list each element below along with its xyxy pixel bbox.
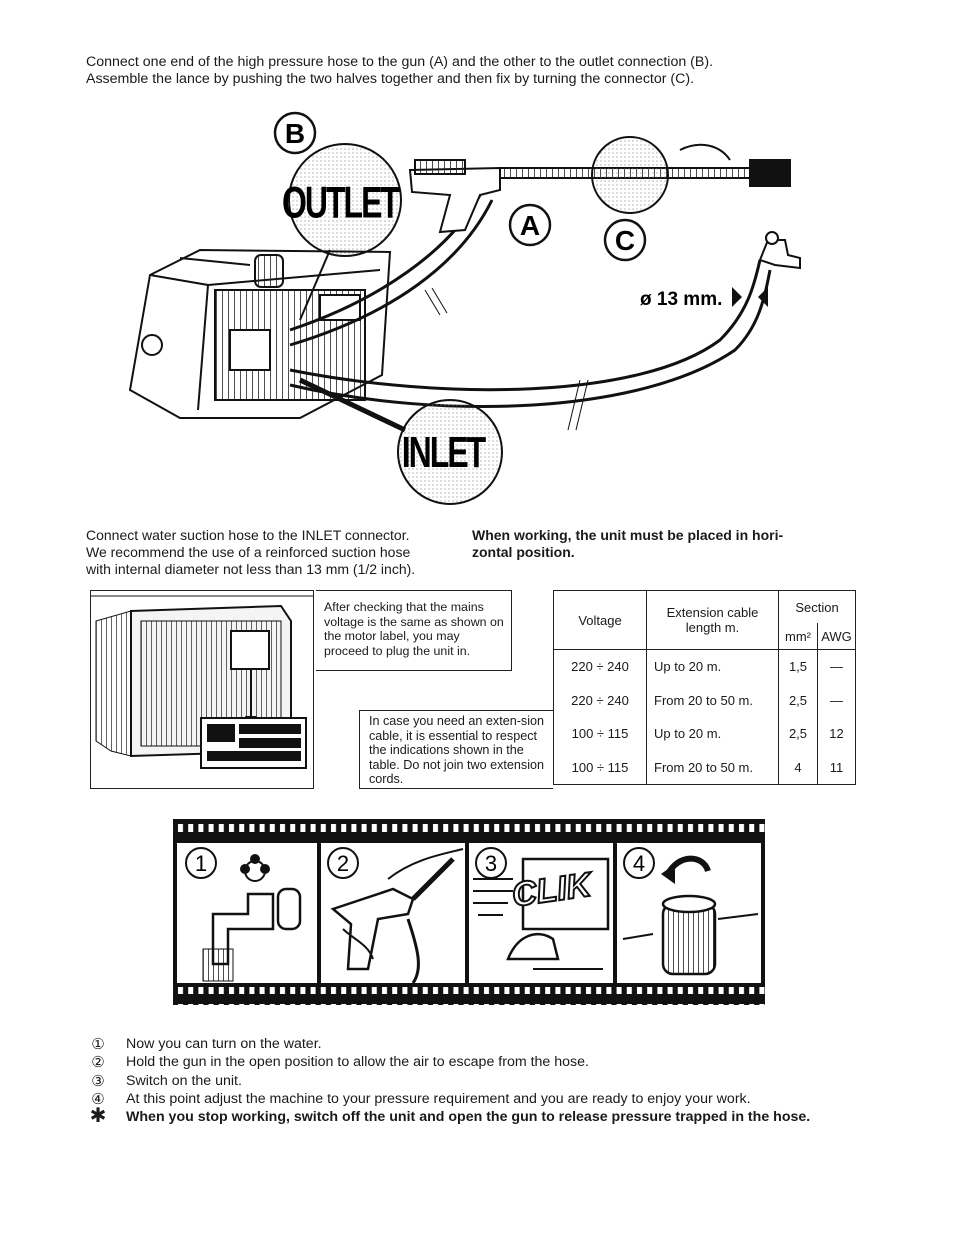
extension-cable-note: In case you need an exten-sion cable, it… — [359, 710, 553, 789]
inlet-caption-line-3: with internal diameter not less than 13 … — [86, 561, 416, 577]
inlet-magnifier — [298, 377, 503, 505]
outlet-label: OUTLET — [282, 178, 400, 227]
table-row: 100 ÷ 115 From 20 to 50 m. 4 11 — [553, 750, 856, 785]
warning-line-1: When working, the unit must be placed in… — [472, 527, 784, 543]
list-item: ✱ When you stop working, switch off the … — [86, 1103, 866, 1128]
table-header-row: Voltage Extension cable length m. Sectio… — [553, 590, 856, 650]
header-awg: AWG — [817, 623, 856, 650]
callout-a: A — [520, 210, 540, 241]
extension-cable-table: Voltage Extension cable length m. Sectio… — [553, 590, 856, 785]
faucet-icon — [758, 231, 801, 270]
motor-label-illustration — [90, 590, 314, 789]
row-voltage: 100 ÷ 115 — [553, 750, 647, 785]
row-awg: 12 — [817, 717, 856, 751]
frame-2-number: 2 — [337, 851, 349, 876]
list-item: ③ Switch on the unit. — [86, 1072, 866, 1090]
table-subheader-row: mm² AWG — [554, 623, 856, 650]
diameter-label: ø 13 mm. — [640, 289, 722, 310]
row-awg: — — [817, 683, 856, 717]
hoses — [289, 194, 772, 409]
inlet-label: INLET — [402, 430, 486, 478]
mains-voltage-note: After checking that the mains voltage is… — [316, 590, 512, 671]
list-item: ④ At this point adjust the machine to yo… — [86, 1090, 866, 1108]
step-marker: ① — [91, 1035, 105, 1053]
intro-line-1: Connect one end of the high pressure hos… — [86, 54, 714, 70]
asterisk-icon: ✱ — [89, 1103, 107, 1128]
step-text: Switch on the unit. — [126, 1072, 242, 1089]
row-length: From 20 to 50 m. — [646, 683, 779, 717]
header-section: Section — [778, 590, 856, 623]
step-marker: ③ — [91, 1071, 105, 1090]
frame-4-number: 4 — [633, 851, 645, 876]
row-mm2: 1,5 — [778, 649, 818, 684]
row-mm2: 2,5 — [778, 683, 818, 717]
intro-paragraph: Connect one end of the high pressure hos… — [86, 54, 866, 88]
row-length: Up to 20 m. — [646, 717, 779, 751]
table-row: 220 ÷ 240 From 20 to 50 m. 2,5 — — [553, 683, 856, 717]
row-voltage: 220 ÷ 240 — [553, 683, 647, 717]
connector-magnifier — [591, 136, 669, 214]
row-mm2: 2,5 — [778, 717, 818, 751]
row-voltage: 100 ÷ 115 — [553, 717, 647, 751]
list-item: ② Hold the gun in the open position to a… — [86, 1053, 866, 1071]
frame-1-number: 1 — [195, 851, 207, 876]
inlet-caption: Connect water suction hose to the INLET … — [86, 527, 466, 578]
startup-filmstrip: 1 2 3 4 CLIK — [173, 819, 765, 1005]
motor-label-drawing — [91, 595, 313, 769]
diameter-arrows-icon — [732, 287, 768, 307]
row-length: From 20 to 50 m. — [646, 750, 779, 785]
frame-3-number: 3 — [485, 851, 497, 876]
warning-line-2: zontal position. — [472, 544, 575, 560]
hose-assembly-diagram: B A C OUTLET INLET ø 13 mm. — [128, 111, 801, 505]
step-text: When you stop working, switch off the un… — [126, 1109, 811, 1126]
startup-steps: ① Now you can turn on the water. ② Hold … — [86, 1035, 866, 1126]
step-text: At this point adjust the machine to your… — [126, 1090, 751, 1107]
inlet-caption-line-1: Connect water suction hose to the INLET … — [86, 527, 410, 543]
header-voltage: Voltage — [553, 590, 647, 650]
list-item: ① Now you can turn on the water. — [86, 1035, 866, 1053]
callout-c: C — [615, 225, 635, 256]
horizontal-position-warning: When working, the unit must be placed in… — [472, 527, 872, 561]
table-row: 100 ÷ 115 Up to 20 m. 2,5 12 — [553, 717, 856, 751]
step-text: Hold the gun in the open position to all… — [126, 1054, 589, 1071]
header-mm2: mm² — [778, 623, 818, 650]
header-length-text: Extension cable length m. — [666, 605, 759, 635]
outlet-magnifier — [288, 143, 402, 321]
header-length: Extension cable length m. — [646, 590, 779, 650]
intro-line-2: Assemble the lance by pushing the two ha… — [86, 71, 695, 87]
step-marker: ④ — [91, 1089, 105, 1108]
callout-b: B — [285, 118, 305, 149]
machine-body — [128, 248, 392, 419]
row-awg: 11 — [817, 750, 856, 785]
row-voltage: 220 ÷ 240 — [553, 649, 647, 684]
inlet-caption-line-2: We recommend the use of a reinforced suc… — [86, 544, 411, 560]
table-row: 220 ÷ 240 Up to 20 m. 1,5 — — [553, 649, 856, 684]
step-text: Now you can turn on the water. — [126, 1036, 322, 1052]
row-length: Up to 20 m. — [646, 649, 779, 684]
step-marker: ② — [91, 1053, 105, 1072]
row-mm2: 4 — [778, 750, 818, 785]
row-awg: — — [817, 649, 856, 684]
